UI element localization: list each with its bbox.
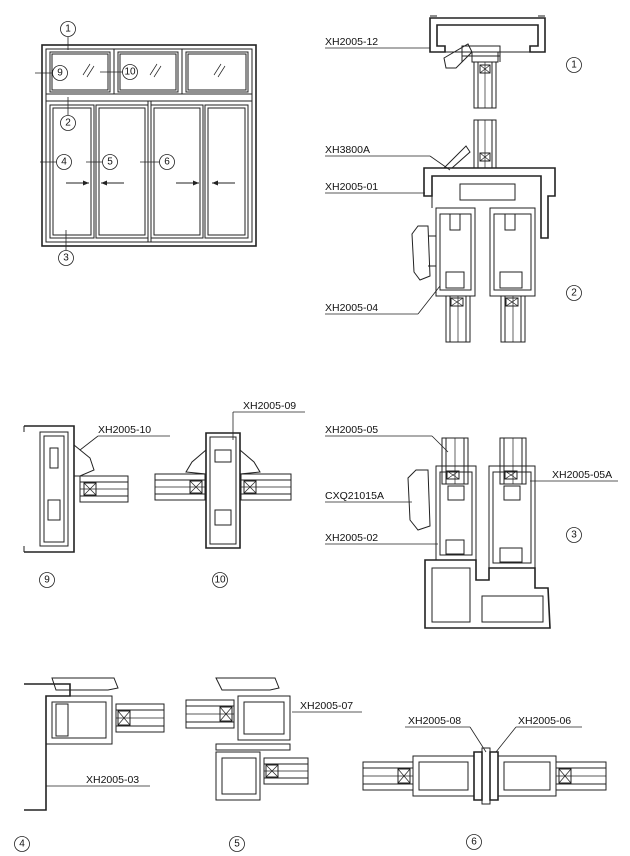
label-xh2005-07: XH2005-07 bbox=[300, 700, 353, 712]
label-xh2005-05a: XH2005-05A bbox=[552, 469, 612, 481]
label-xh3800a: XH3800A bbox=[325, 144, 370, 156]
label-xh2005-12: XH2005-12 bbox=[325, 36, 378, 48]
section-9-jamb-detail: XH2005-10 9 bbox=[23, 424, 170, 588]
section-10-mullion-detail: XH2005-09 10 bbox=[154, 400, 305, 588]
label-cxq21015a: CXQ21015A bbox=[325, 490, 384, 502]
callout-4: 4 bbox=[61, 157, 67, 168]
label-xh2005-04: XH2005-04 bbox=[325, 302, 378, 314]
label-xh2005-08: XH2005-08 bbox=[408, 715, 461, 727]
section-marker-2: 2 bbox=[571, 288, 577, 299]
label-xh2005-01: XH2005-01 bbox=[325, 181, 378, 193]
section-marker-10: 10 bbox=[214, 575, 226, 586]
section-2-transom-detail: XH3800A XH2005-01 XH2005-04 2 bbox=[325, 119, 582, 343]
section-4-side-jamb-detail: XH2005-03 4 bbox=[14, 677, 165, 852]
callout-1: 1 bbox=[65, 24, 71, 35]
callout-6: 6 bbox=[164, 157, 170, 168]
section-5-interlock-detail: XH2005-07 5 bbox=[185, 677, 362, 852]
label-xh2005-02: XH2005-02 bbox=[325, 532, 378, 544]
section-3-sill-detail: XH2005-05 CXQ21015A XH2005-02 XH2005-05A… bbox=[325, 424, 618, 629]
section-1-head-detail: XH2005-12 1 bbox=[325, 15, 582, 109]
callout-10: 10 bbox=[124, 67, 136, 78]
section-marker-9: 9 bbox=[44, 575, 50, 586]
label-xh2005-09: XH2005-09 bbox=[243, 400, 296, 412]
section-marker-6: 6 bbox=[471, 837, 477, 848]
outer-frame bbox=[41, 44, 257, 247]
label-xh2005-05: XH2005-05 bbox=[325, 424, 378, 436]
label-xh2005-10: XH2005-10 bbox=[98, 424, 151, 436]
section-marker-5: 5 bbox=[234, 839, 240, 850]
section-marker-3: 3 bbox=[571, 530, 577, 541]
callout-5: 5 bbox=[107, 157, 113, 168]
label-xh2005-06: XH2005-06 bbox=[518, 715, 571, 727]
label-xh2005-03: XH2005-03 bbox=[86, 774, 139, 786]
callout-2: 2 bbox=[65, 118, 71, 129]
transom bbox=[45, 93, 253, 102]
section-marker-4: 4 bbox=[19, 839, 25, 850]
section-6-meeting-stile-detail: XH2005-08 XH2005-06 6 bbox=[362, 715, 607, 850]
section-marker-1: 1 bbox=[571, 60, 577, 71]
callout-3: 3 bbox=[63, 253, 69, 264]
callout-9: 9 bbox=[57, 68, 63, 79]
window-elevation: 1 9 10 2 4 5 6 3 bbox=[35, 21, 257, 266]
